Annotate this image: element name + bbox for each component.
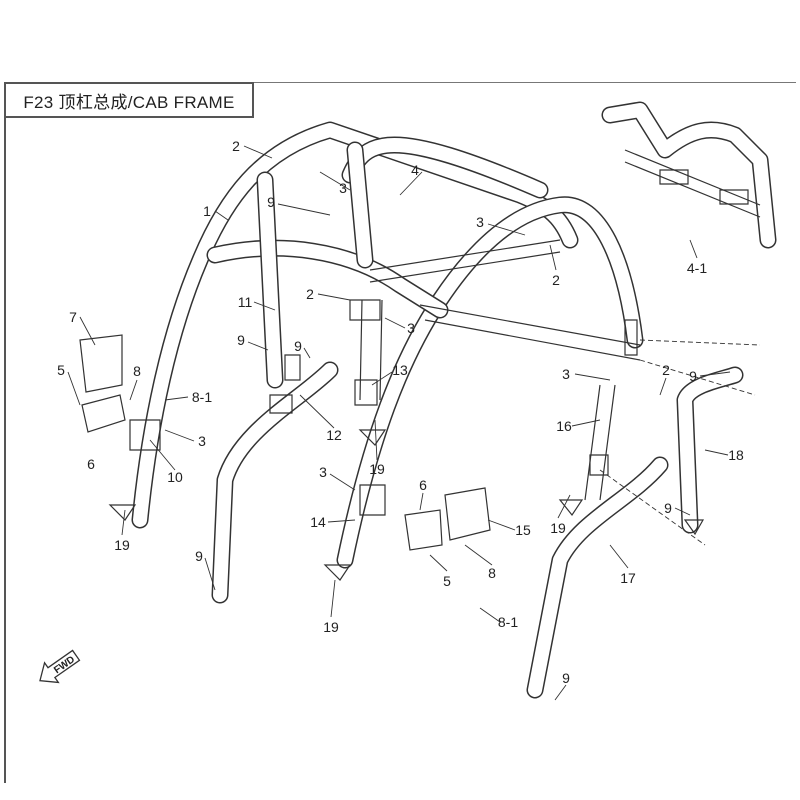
callout-8: 8 bbox=[488, 565, 496, 581]
callout-6: 6 bbox=[87, 456, 95, 472]
callout-11: 11 bbox=[238, 294, 253, 310]
callout-2: 2 bbox=[306, 286, 314, 302]
frame-tubes bbox=[131, 121, 744, 699]
callout-4: 4 bbox=[411, 162, 419, 178]
callout-16: 16 bbox=[556, 418, 572, 434]
callout-4-1: 4-1 bbox=[687, 260, 707, 276]
callout-9: 9 bbox=[237, 332, 245, 348]
callout-13: 13 bbox=[392, 362, 408, 378]
callout-5: 5 bbox=[57, 362, 65, 378]
callout-19: 19 bbox=[369, 461, 385, 477]
mirror-15 bbox=[404, 487, 491, 551]
brackets bbox=[108, 299, 705, 581]
callout-3: 3 bbox=[562, 366, 570, 382]
callout-19: 19 bbox=[550, 520, 566, 536]
callout-8-1: 8-1 bbox=[192, 389, 212, 405]
callout-12: 12 bbox=[326, 427, 342, 443]
callout-19: 19 bbox=[323, 619, 339, 635]
callout-3: 3 bbox=[319, 464, 327, 480]
callout-6: 6 bbox=[419, 477, 427, 493]
callout-3: 3 bbox=[407, 320, 415, 336]
mirror-7 bbox=[79, 334, 126, 433]
callout-1: 1 bbox=[203, 203, 211, 219]
callout-9: 9 bbox=[562, 670, 570, 686]
callout-8-1: 8-1 bbox=[498, 614, 518, 630]
part-4-1-roof-rack bbox=[601, 101, 777, 249]
callout-17: 17 bbox=[620, 570, 636, 586]
part-callouts: 2 3 4 1 9 3 4-1 2 11 2 3 7 9 9 5 8 8-1 1… bbox=[57, 138, 744, 686]
callout-19: 19 bbox=[114, 537, 130, 553]
page-title: F23 顶杠总成/CAB FRAME bbox=[4, 82, 254, 118]
callout-3: 3 bbox=[198, 433, 206, 449]
callout-3: 3 bbox=[339, 180, 347, 196]
callout-9: 9 bbox=[689, 368, 697, 384]
callout-9: 9 bbox=[195, 548, 203, 564]
callout-18: 18 bbox=[728, 447, 744, 463]
callout-2: 2 bbox=[662, 362, 670, 378]
callout-9: 9 bbox=[267, 194, 275, 210]
callout-7: 7 bbox=[69, 309, 77, 325]
leader-lines bbox=[67, 145, 761, 701]
callout-15: 15 bbox=[515, 522, 531, 538]
callout-8: 8 bbox=[133, 363, 141, 379]
callout-3: 3 bbox=[476, 214, 484, 230]
callout-2: 2 bbox=[232, 138, 240, 154]
callout-9: 9 bbox=[294, 338, 302, 354]
callout-9: 9 bbox=[664, 500, 672, 516]
callout-2: 2 bbox=[552, 272, 560, 288]
callout-14: 14 bbox=[310, 514, 326, 530]
diagram-border bbox=[4, 82, 796, 783]
callout-10: 10 bbox=[167, 469, 183, 485]
callout-5: 5 bbox=[443, 573, 451, 589]
fwd-arrow-icon: FWD bbox=[39, 649, 81, 684]
